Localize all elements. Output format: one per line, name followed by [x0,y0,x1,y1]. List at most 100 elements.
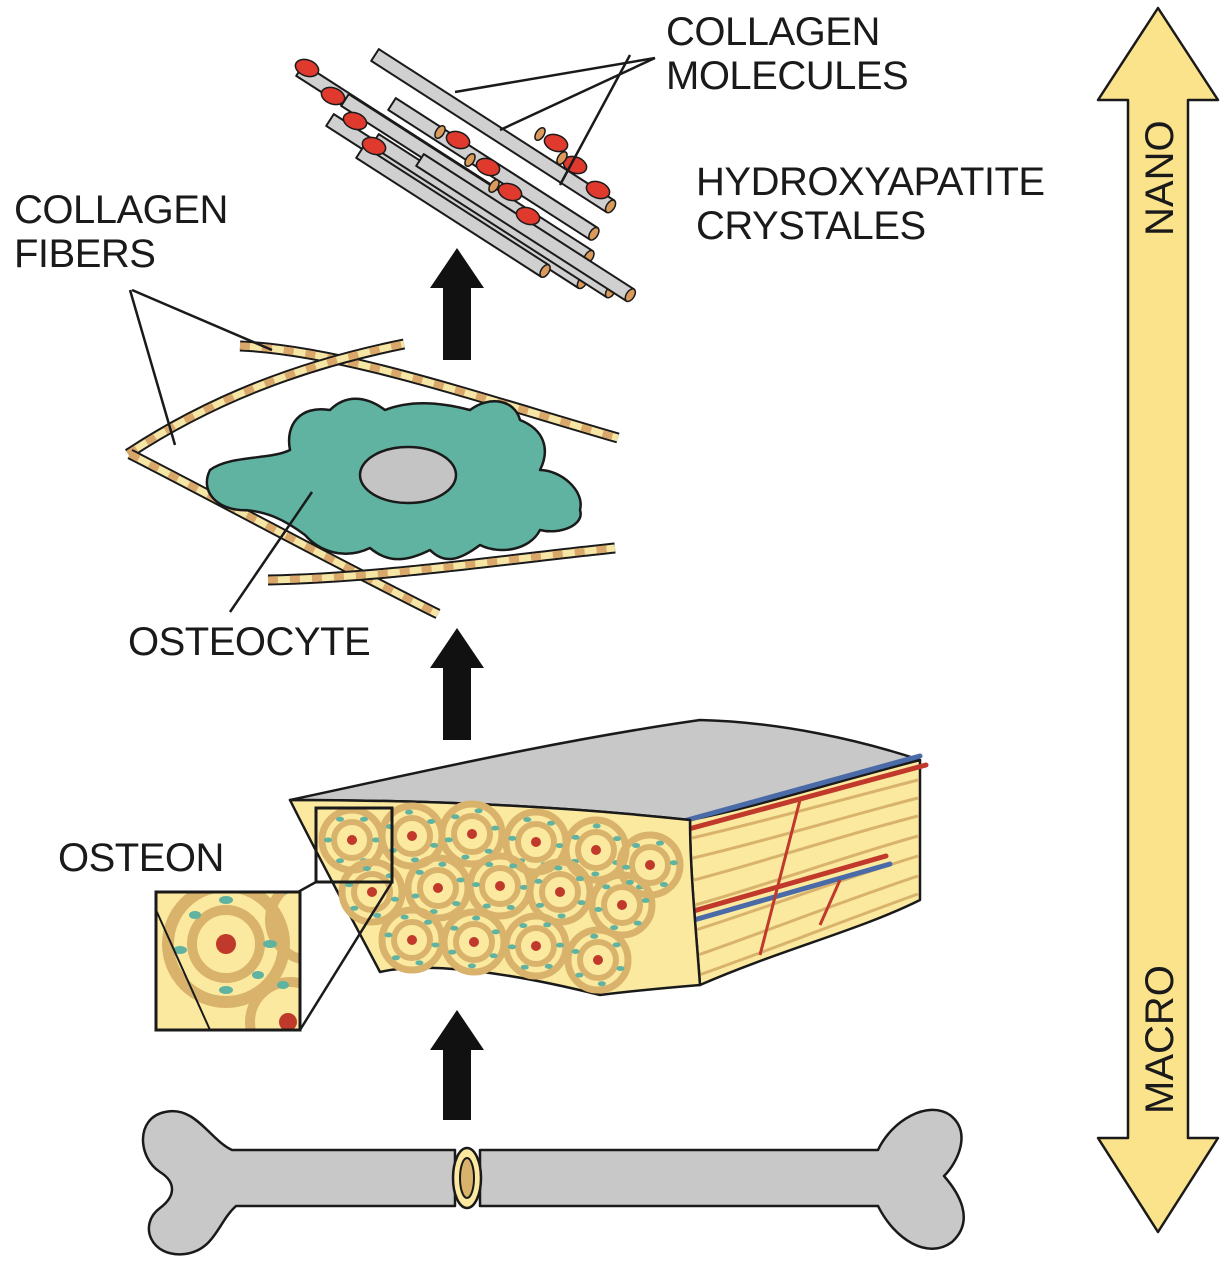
osteocyte-lacuna [557,913,566,919]
osteocyte-lacuna [391,955,400,961]
osteocyte-lacuna [491,825,500,831]
osteocyte-label: OSTEOCYTE [128,620,371,664]
osteocyte-lacuna [543,922,552,928]
collagen-molecules-line1: COLLAGEN [666,10,880,54]
molecule-gap [488,178,500,194]
osteocyte-lacuna [612,942,621,948]
osteocyte-lacuna [384,932,393,938]
osteocyte-lacuna [482,903,491,909]
hydroxyapatite-crystal [361,136,387,156]
collagen-fiber [239,340,620,444]
osteocyte-lacuna [336,816,344,822]
collagen-fibers-label: COLLAGEN FIBERS [14,188,228,276]
osteocyte-lacuna [438,861,447,867]
osteocyte-lacuna [472,915,481,921]
osteocyte-lacuna [669,860,678,866]
hydroxyapatite-crystal [445,130,471,150]
scale-nano-label: NANO [1138,120,1182,236]
osteocyte-lacuna [536,902,545,908]
osteocyte-lacuna [448,949,457,955]
molecule-gap [534,126,546,142]
osteocyte-lacuna [415,960,424,966]
osteocyte-lacuna [534,878,543,884]
hydroxyapatite-crystal [320,86,346,106]
osteon-inset [154,890,302,1032]
hydroxyapatite-line2: CRYSTALES [696,204,926,248]
osteon [526,858,594,926]
osteon [564,926,632,994]
osteocyte-lacuna [373,912,382,918]
collagen-fibers-line2: FIBERS [14,232,156,276]
hydroxyapatite-crystal [294,58,320,78]
osteocyte-lacuna [616,966,625,972]
long-bone [141,1108,965,1256]
osteocyte-lacuna [429,909,438,915]
osteocyte-lacuna [613,836,622,842]
hydroxyapatite-crystal [497,182,523,202]
osteocyte-lacuna [610,925,619,931]
osteon [438,800,506,868]
osteon [404,854,472,922]
osteocyte-lacuna [444,837,453,843]
osteocyte-lacuna [508,944,517,950]
osteocyte-lacuna [474,808,483,814]
osteocyte-lacuna [655,840,664,846]
hydroxyapatite-crystal [475,157,501,177]
molecule-gap [556,150,568,166]
osteocyte-lacuna [571,948,580,954]
osteocyte-lacuna [405,809,414,815]
osteocyte-lacuna [489,953,498,959]
collagen-molecules [294,48,637,303]
osteocyte-lacuna [544,963,553,969]
osteocyte-lacuna [509,863,518,869]
osteocyte-lacuna [571,834,580,840]
arrow-cell-to-molecules [430,248,484,360]
osteocyte-lacuna [594,907,603,913]
osteocyte-lacuna [555,942,564,948]
osteon-inset-marker [314,806,394,884]
osteocyte-lacuna [424,919,433,925]
osteocyte-lacuna [641,897,650,903]
osteocyte-cell [205,397,582,561]
osteocyte-lacuna [506,904,515,910]
osteocyte-lacuna [415,869,424,875]
molecule-gap [464,152,476,168]
hydroxyapatite-crystal [543,133,569,153]
osteocyte-lacuna [467,963,476,969]
collagen-molecule-rod [370,48,617,214]
hydroxyapatite-crystal [515,206,541,226]
osteocyte-nucleus [358,445,458,505]
osteocyte-lacuna [508,835,517,841]
osteocyte-lacuna [622,864,631,870]
collagen-fibers [124,338,620,619]
osteocyte-lacuna [472,882,481,888]
osteocyte-lacuna [602,884,611,890]
osteocyte-lacuna [520,964,529,970]
osteocyte-lacuna [491,929,500,935]
osteocyte-lacuna [577,900,586,906]
collagen-molecules-label: COLLAGEN MOLECULES [666,10,909,98]
collagen-molecule-rod [415,153,637,303]
osteocyte-lacuna [336,858,344,864]
osteon [562,816,630,884]
osteocyte-lacuna [430,842,439,848]
osteocyte-lacuna [625,879,634,885]
hydroxyapatite-crystal [342,111,368,131]
osteocyte-lacuna [554,865,563,871]
collagen-molecules-line2: MOLECULES [666,54,909,98]
osteocyte-lacuna [372,837,380,843]
osteocyte-lacuna [345,882,354,888]
bone-block [288,718,929,1031]
scale-arrow [1096,6,1220,1234]
collagen-fiber [124,338,406,459]
molecule-gap [434,124,446,140]
osteocyte-lacuna [519,923,528,929]
osteocyte-lacuna [400,914,409,920]
osteocyte-lacuna [450,925,459,931]
collagen-fiber [127,449,441,619]
osteocyte-lacuna [451,814,460,820]
osteocyte-lacuna [575,972,584,978]
osteocyte-lacuna [410,857,419,863]
